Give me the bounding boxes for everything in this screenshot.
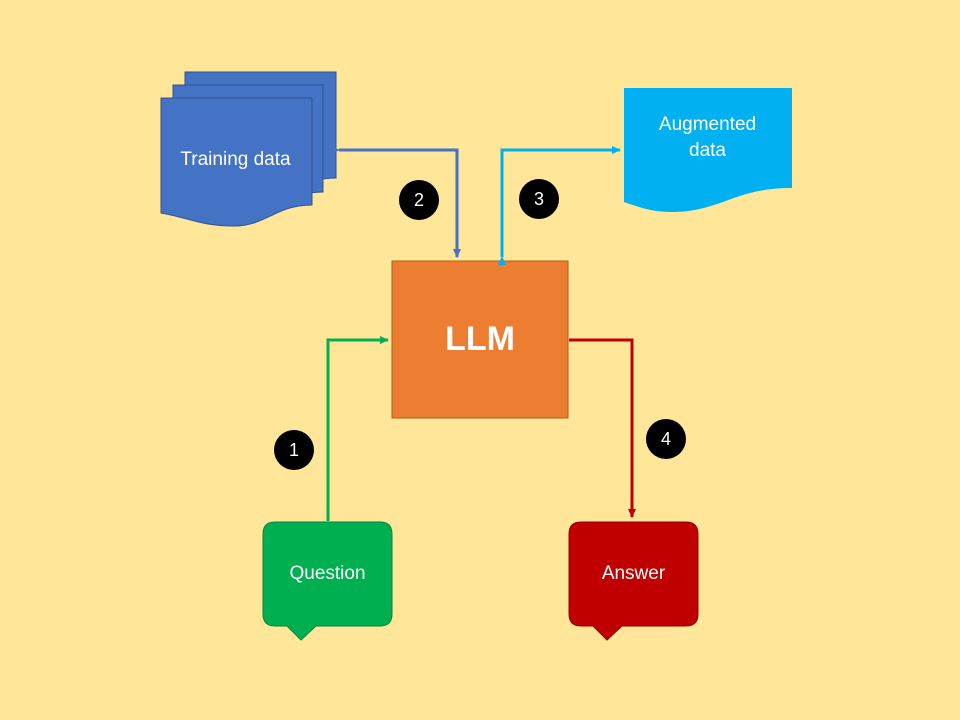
step-badge-2: 2: [399, 180, 439, 220]
llm-box: [391, 260, 569, 419]
step-badge-3: 3: [519, 179, 559, 219]
edge-question-llm: [326, 336, 389, 521]
answer-bubble: [568, 521, 699, 641]
answer-label: Answer: [601, 563, 666, 585]
llm-label: LLM: [445, 320, 515, 359]
augmented-data-label: Augmented data: [658, 114, 757, 161]
question-label: Question: [289, 563, 366, 585]
training-data-label: Training data: [180, 149, 291, 171]
step-badge-1: 1: [274, 430, 314, 470]
augmented-data-shape: [624, 88, 792, 212]
question-bubble: [262, 521, 393, 641]
step-badge-4: 4: [646, 419, 686, 459]
edge-llm-augmented: [498, 146, 621, 265]
edge-training-llm: [331, 146, 461, 258]
training-data-shape: [160, 71, 337, 227]
training-data-page-front: [160, 97, 313, 227]
edge-llm-answer: [569, 338, 636, 518]
